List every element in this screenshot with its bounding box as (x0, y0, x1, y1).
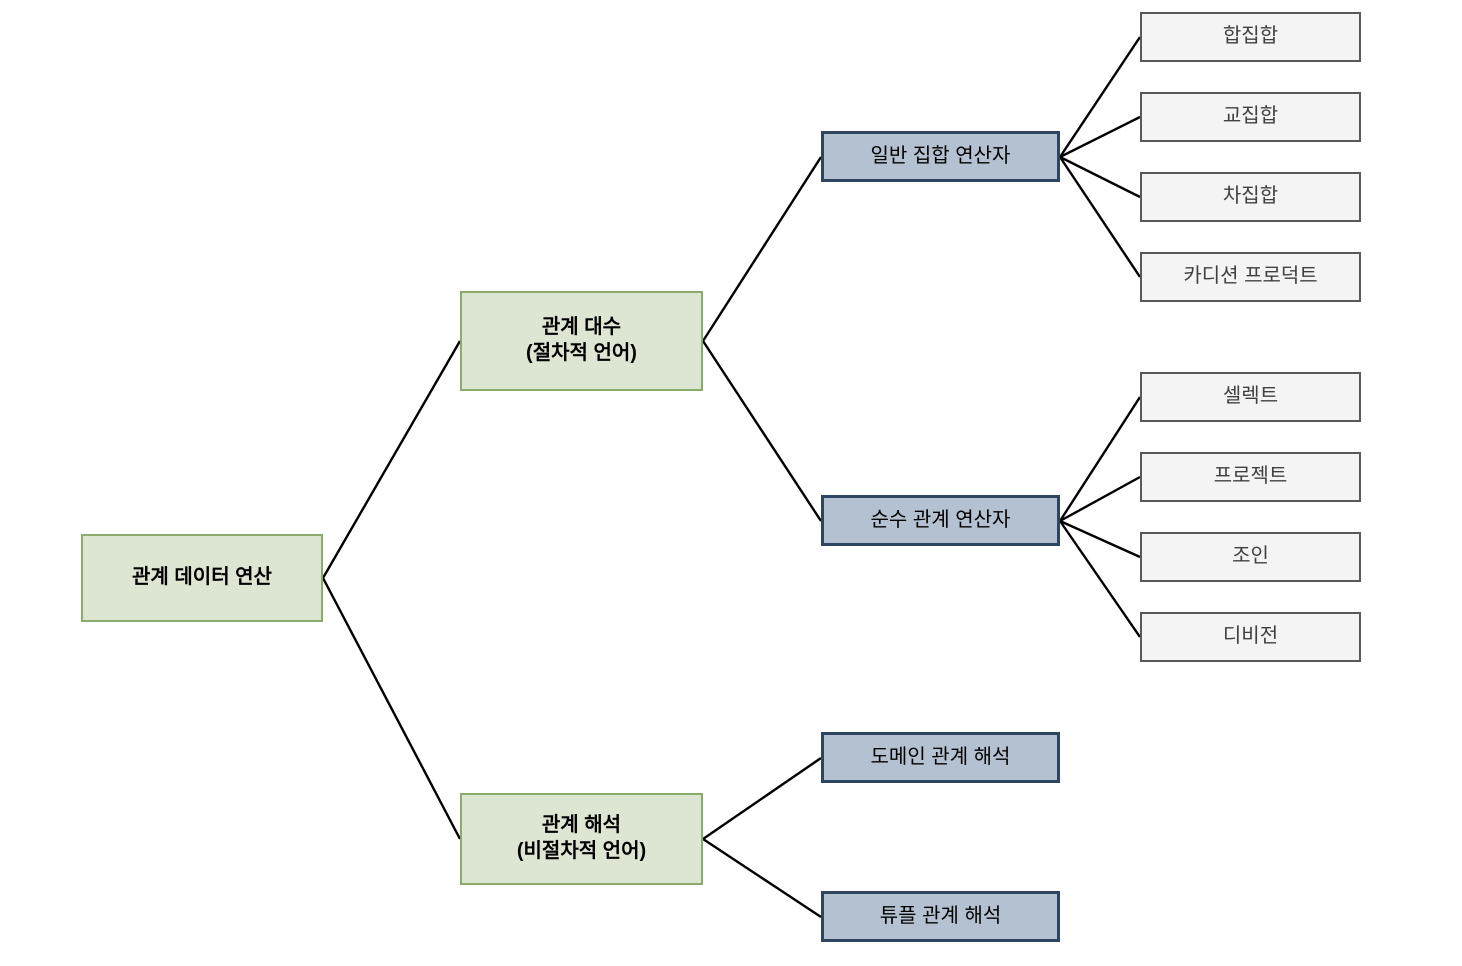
node-branch-relational-calculus[interactable]: 관계 해석 (비절차적 언어) (460, 793, 703, 885)
node-leaf-intersection[interactable]: 교집합 (1140, 92, 1361, 142)
node-group-general-set-operators[interactable]: 일반 집합 연산자 (821, 131, 1060, 182)
node-leaf-project[interactable]: 프로젝트 (1140, 452, 1361, 502)
connector-line (321, 340, 462, 579)
node-branch-relational-algebra[interactable]: 관계 대수 (절차적 언어) (460, 291, 703, 391)
node-leaf-select[interactable]: 셀렉트 (1140, 372, 1361, 422)
connector-line (1058, 396, 1142, 522)
connector-line (1059, 519, 1141, 559)
connector-line (1059, 115, 1141, 159)
connector-line (1059, 36, 1141, 158)
connector-line (701, 156, 823, 342)
node-root-relational-data-operations[interactable]: 관계 데이터 연산 (81, 534, 323, 622)
node-leaf-difference[interactable]: 차집합 (1140, 172, 1361, 222)
connector-line (1059, 475, 1141, 523)
connector-line (1059, 155, 1141, 199)
node-group-pure-relational-operators[interactable]: 순수 관계 연산자 (821, 495, 1060, 546)
node-leaf-division[interactable]: 디비전 (1140, 612, 1361, 662)
node-leaf-join[interactable]: 조인 (1140, 532, 1361, 582)
node-leaf-cartesian-product[interactable]: 카디션 프로덕트 (1140, 252, 1361, 302)
connector-line (1059, 156, 1141, 278)
connector-line (702, 757, 822, 840)
node-leaf-union[interactable]: 합집합 (1140, 12, 1361, 62)
node-group-tuple-relational-calculus[interactable]: 튜플 관계 해석 (821, 891, 1060, 942)
connector-line (1059, 520, 1141, 638)
connector-line (321, 577, 462, 840)
connector-line (701, 340, 823, 522)
node-group-domain-relational-calculus[interactable]: 도메인 관계 해석 (821, 732, 1060, 783)
connector-line (702, 837, 822, 919)
